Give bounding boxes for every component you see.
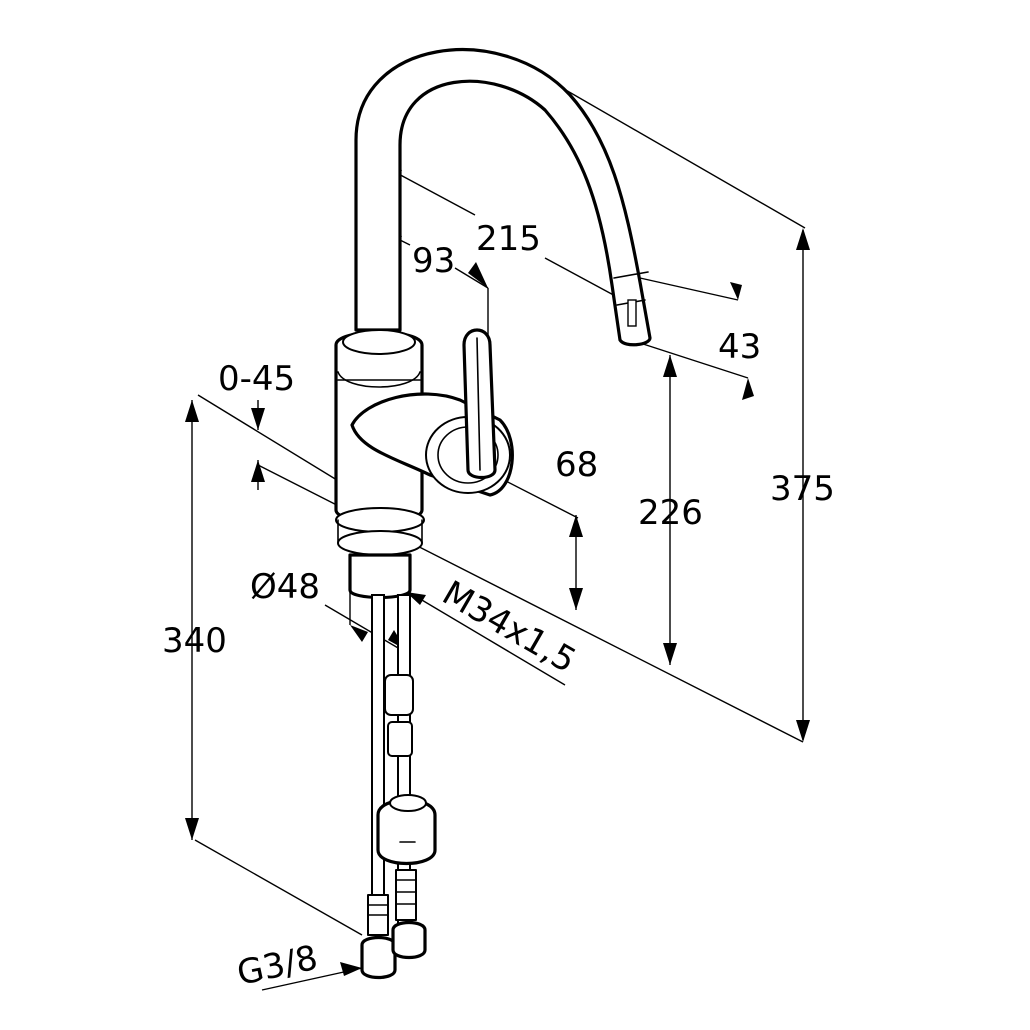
dim-hose-length: 340 — [162, 621, 227, 661]
dimension-lines — [191, 54, 806, 991]
aerator-insert — [627, 299, 637, 327]
dim-body-diameter: Ø48 — [250, 567, 320, 607]
dim-thread: M34x1,5 — [436, 573, 583, 681]
dim-reach: 215 — [476, 219, 541, 259]
faucet-body — [334, 48, 652, 600]
dimension-labels: 215 93 43 0-45 68 226 375 Ø48 M34x1,5 34… — [162, 219, 835, 994]
hex-nut-right — [391, 920, 427, 960]
base-ring-upper — [335, 507, 425, 533]
dim-swivel-angle: 0-45 — [218, 359, 295, 399]
dim-connection: G3/8 — [234, 938, 322, 994]
dim-aerator-height: 43 — [718, 327, 761, 367]
dim-total-height: 375 — [770, 469, 835, 509]
base-ring-lower — [337, 530, 423, 556]
dim-handle-height: 68 — [555, 445, 598, 485]
dim-spout-clearance: 226 — [638, 493, 703, 533]
hex-nut-left — [360, 935, 397, 980]
hose-left — [371, 594, 385, 926]
mounting-shank — [348, 553, 412, 600]
supply-hoses — [360, 594, 437, 980]
spout — [354, 48, 652, 347]
lever-handle — [462, 328, 497, 480]
dim-handle-offset: 93 — [412, 241, 455, 281]
